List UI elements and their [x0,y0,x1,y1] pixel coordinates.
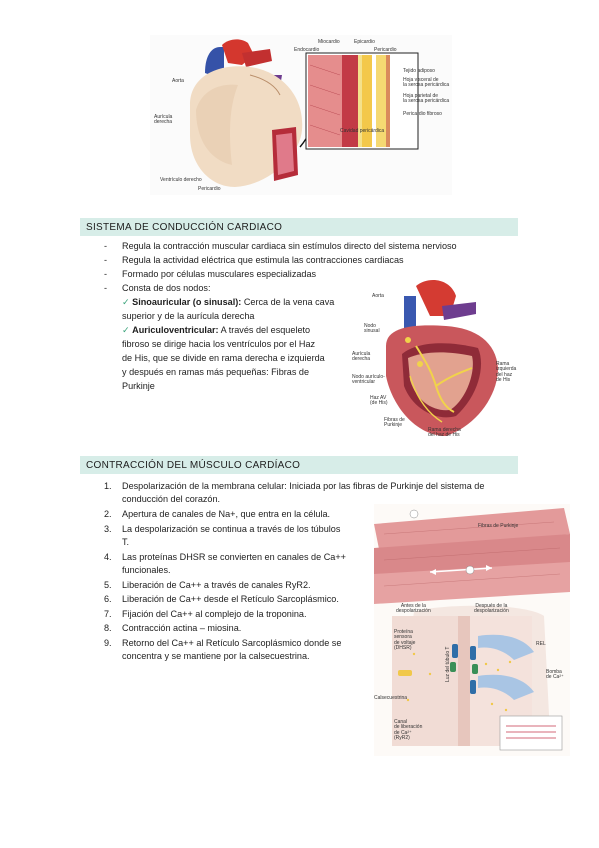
check-icon: ✓ [122,297,130,307]
label-pericardio-fibroso: Pericardio fibroso [403,111,442,117]
heart-illustration [190,39,419,187]
label-aorta: Aorta [372,293,384,299]
step-number: 4. [104,551,112,562]
label-ventriculo-derecho: Ventrículo derecho [160,177,202,183]
step-text: Apertura de canales de Na+, que entra en… [122,509,331,519]
label-nodo-av: Nodo aurículo- ventricular [352,374,385,386]
step-number: 7. [104,608,112,619]
nodo-av-line: Purkinje [122,381,155,391]
label-nodo-sinusal: Nodo sinusal [364,323,380,335]
label-auricula-derecha: Aurícula derecha [352,351,371,363]
label-luz-tubulo: Luz del túbulo T [445,646,451,683]
label-auricula-derecha: Aurícula derecha [154,114,173,126]
label-miocardio: Miocardio [318,39,340,45]
section-header-contraccion: CONTRACCIÓN DEL MÚSCULO CARDÍACO [80,456,518,474]
label-despues-despolarizacion: Después de la despolarización [474,603,509,615]
label-cavidad-pericardica: Cavidad pericárdica [340,128,385,134]
figure-conduction-system: Aorta Nodo sinusal Aurícula derecha Nodo… [346,276,524,448]
step-text: Fijación del Ca++ al complejo de la trop… [122,608,307,619]
nodo-sinoauricular: ✓ Sinoauricular (o sinusal): Cerca de la… [122,297,335,307]
step-text: Las proteínas DHSR se convierten en cana… [122,551,346,575]
nodo-auriculoventricular: ✓ Auriculoventricular: A través del esqu… [122,325,311,335]
nodo-av-line: y después en ramas más pequeñas: Fibras … [122,367,310,377]
label-antes-despolarizacion: Antes de la despolarización [396,603,431,615]
step-number: 1. [104,481,112,491]
conduction-heart-illustration [386,280,498,436]
label-calsecuestrina: Calsecuestrina [374,695,408,701]
nodo-sinoauricular-cont: superior y de la aurícula derecha [122,311,255,321]
label-rama-derecha: Rama derecha del haz de His [428,427,461,439]
nodo-av-line: fibroso se dirige hacia los ventrículos … [122,339,316,349]
label-rel: REL [536,641,546,647]
label-pericardio-bottom: Pericardio [198,186,221,192]
label-tejido-adiposo: Tejido adiposo [403,68,435,74]
muscle-fiber-illustration [374,508,570,756]
step-text: La despolarización se continua a través … [122,523,341,547]
label-aorta: Aorta [172,78,184,84]
label-hoja-parietal: Hoja parietal de la serosa pericárdica [403,93,450,105]
step-number: 6. [104,594,112,605]
label-haz-av: Haz AV (de His) [370,395,388,407]
check-icon: ✓ [122,325,130,335]
step-text: Liberación de Ca++ a través de canales R… [122,579,311,590]
step-number: 2. [104,509,112,519]
figure-excitation-contraction: Fibras de Purkinje Antes de la despolari… [374,504,570,756]
label-hoja-visceral: Hoja visceral de la serosa pericárdica [403,77,450,89]
step-text: Retorno del Ca++ al Retículo Sarcoplásmi… [122,638,342,662]
label-fibras-purkinje: Fibras de Purkinje [478,523,519,529]
step-text: Contracción actina – miosina. [122,623,242,634]
section-header-conduccion: SISTEMA DE CONDUCCIÓN CARDIACO [80,218,518,236]
step-number: 9. [104,638,112,648]
label-proteina-dhsr: Proteína sensora de voltaje (DHSR) [394,629,416,651]
step-text: Liberación de Ca++ desde el Retículo Sar… [122,594,339,605]
step-number: 5. [104,579,112,590]
label-fibras-purkinje: Fibras de Purkinje [384,417,405,429]
label-epicardio: Epicardio [354,39,375,45]
label-pericardio-top: Pericardio [374,47,397,53]
label-canal-ryr2: Canal de liberación de Ca²⁺ (RyR2) [394,719,423,741]
step-text: Despolarización de la membrana celular: … [122,481,485,505]
step-number: 8. [104,623,112,634]
nodo-av-line: de His, que se divide en rama derecha e … [122,353,325,363]
label-endocardio: Endocardio [294,47,320,53]
label-rama-izquierda: Rama izquierda del haz de His [496,361,517,383]
figure-heart-pericardium: Aorta Aurícula derecha Ventrículo derech… [150,35,452,195]
label-bomba-ca: Bomba de Ca²⁺ [546,669,564,681]
step-number: 3. [104,523,112,534]
